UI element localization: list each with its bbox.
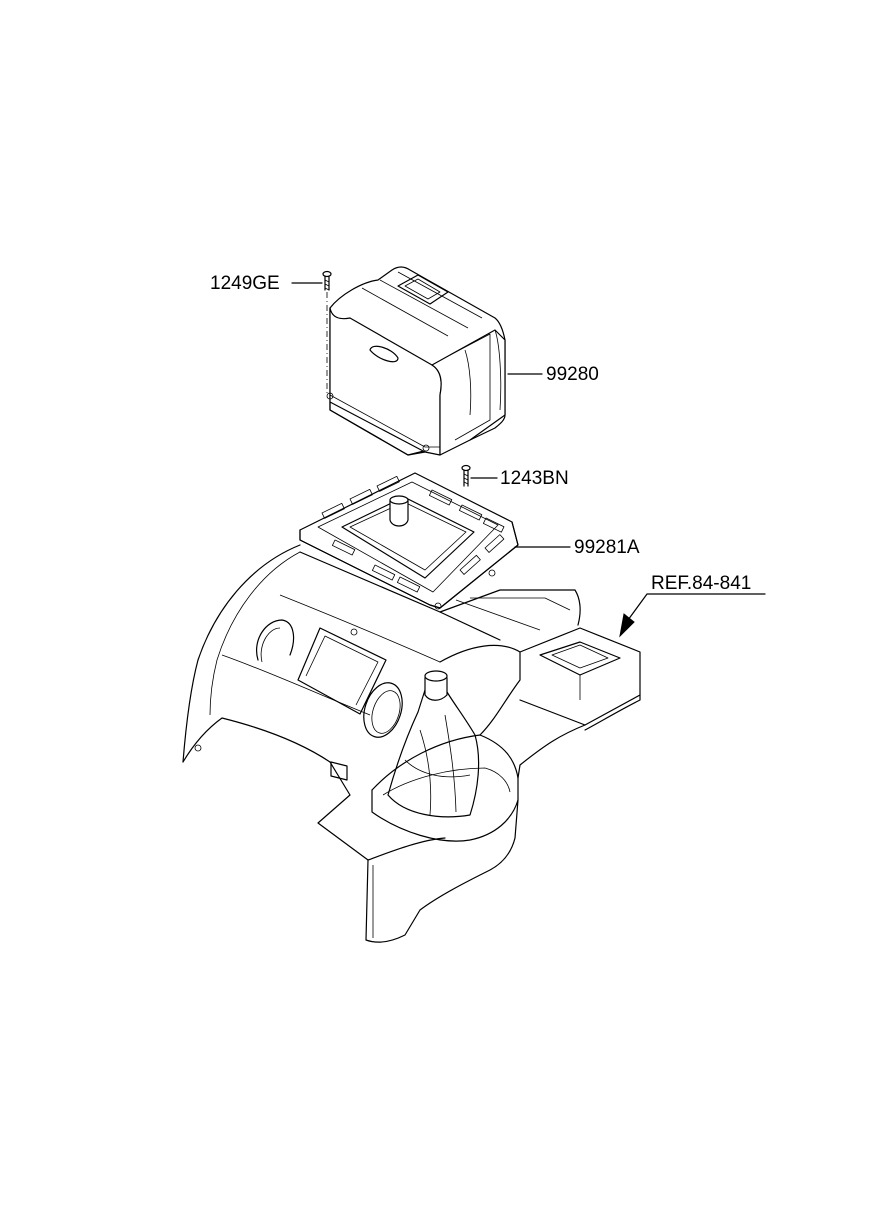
label-1243bn: 1243BN: [500, 468, 569, 489]
label-99281a: 99281A: [574, 537, 640, 558]
label-ref: REF.84-841: [651, 573, 752, 594]
bolt-1249ge: [322, 270, 332, 396]
label-99280: 99280: [546, 364, 599, 385]
bolt-1243bn: [461, 464, 471, 487]
leader-lines: [291, 282, 766, 638]
center-console: [182, 544, 641, 943]
storage-box: [326, 266, 506, 456]
label-1249ge: 1249GE: [210, 273, 280, 294]
mounting-bracket: [299, 472, 519, 610]
